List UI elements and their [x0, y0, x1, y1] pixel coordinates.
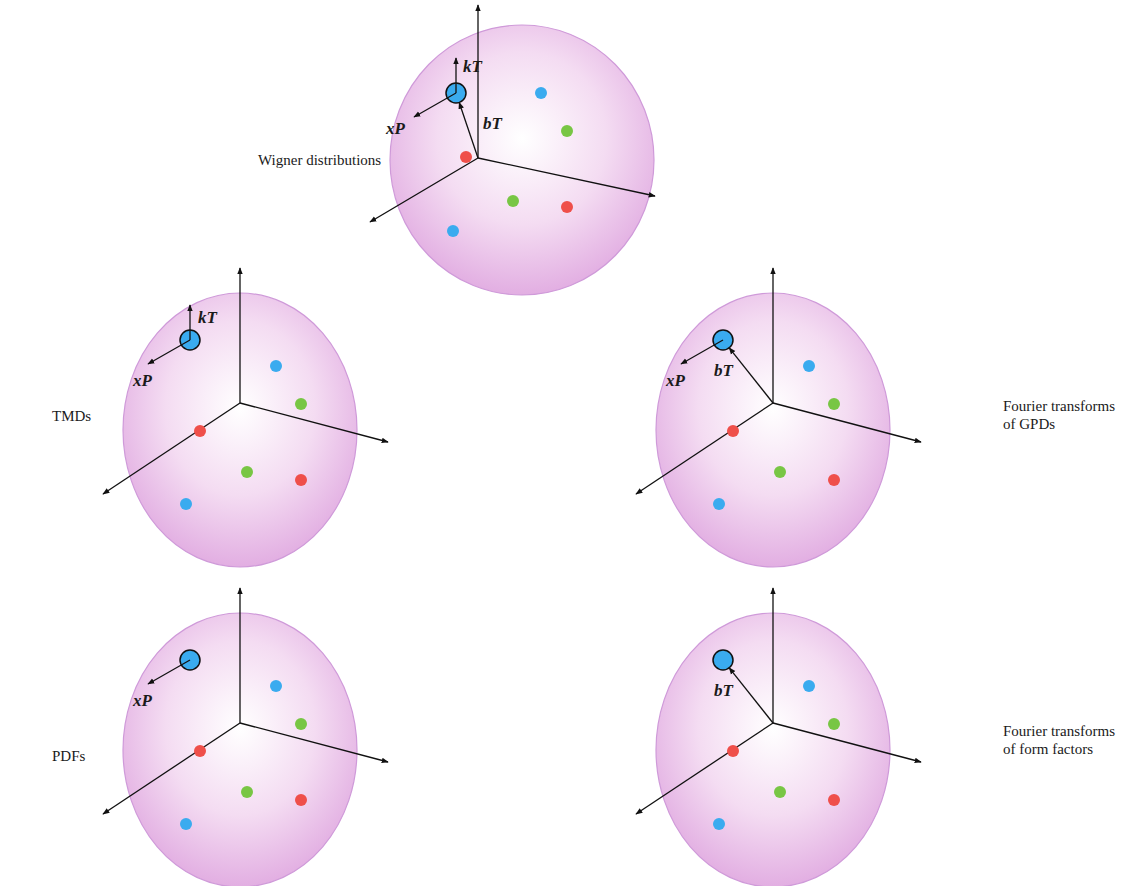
quark-dot	[828, 794, 840, 806]
vector-label: xP	[133, 691, 152, 711]
quark-dot	[460, 151, 472, 163]
panel-title: TMDs	[52, 407, 91, 425]
quark-dot	[295, 718, 307, 730]
panel-title: Fourier transforms of form factors	[1003, 722, 1131, 758]
proton-panel	[636, 268, 921, 567]
coordinate-axis	[636, 723, 773, 814]
position-vector	[729, 348, 773, 403]
vector-label: bT	[483, 114, 502, 134]
vector-label: bT	[714, 681, 733, 701]
momentum-vector	[189, 305, 190, 340]
quark-dot	[507, 195, 519, 207]
quark-dot	[713, 818, 725, 830]
position-vector	[459, 102, 478, 158]
vector-label: xP	[133, 371, 152, 391]
coordinate-axis	[370, 158, 478, 222]
quark-dot	[828, 398, 840, 410]
coordinate-axis	[239, 588, 240, 723]
nucleon-ellipse	[390, 25, 654, 295]
vector-label: kT	[198, 308, 217, 328]
panel-title: Wigner distributions	[258, 151, 381, 169]
quark-dot	[774, 786, 786, 798]
quark-dot	[241, 786, 253, 798]
quark-dot	[270, 360, 282, 372]
quark-dot	[774, 466, 786, 478]
selected-quark	[713, 650, 733, 670]
longitudinal-vector	[414, 93, 456, 117]
panel-title: PDFs	[52, 747, 85, 765]
longitudinal-vector	[681, 340, 723, 364]
longitudinal-vector	[148, 660, 190, 684]
coordinate-axis	[103, 403, 240, 494]
proton-panel	[103, 588, 388, 886]
quark-dot	[270, 680, 282, 692]
vector-label: xP	[386, 119, 405, 139]
coordinate-axis	[239, 268, 240, 403]
coordinate-axis	[103, 723, 240, 814]
quark-dot	[803, 680, 815, 692]
quark-dot	[561, 201, 573, 213]
quark-dot	[295, 398, 307, 410]
position-vector	[729, 668, 773, 723]
quark-dot	[727, 745, 739, 757]
coordinate-axis	[240, 723, 388, 762]
coordinate-axis	[773, 723, 921, 762]
quark-dot	[828, 474, 840, 486]
quark-dot	[295, 474, 307, 486]
coordinate-axis	[772, 268, 773, 403]
quark-dot	[194, 745, 206, 757]
quark-dot	[803, 360, 815, 372]
quark-dot	[180, 818, 192, 830]
coordinate-axis	[636, 403, 773, 494]
quark-dot	[535, 87, 547, 99]
quark-dot	[295, 794, 307, 806]
vector-label: bT	[714, 361, 733, 381]
panel-title: Fourier transforms of GPDs	[1003, 397, 1131, 433]
coordinate-axis	[478, 158, 655, 196]
quark-dot	[727, 425, 739, 437]
proton-panel	[370, 5, 655, 295]
quark-dot	[713, 498, 725, 510]
quark-dot	[561, 125, 573, 137]
quark-dot	[828, 718, 840, 730]
vector-label: xP	[666, 371, 685, 391]
coordinate-axis	[477, 5, 478, 158]
quark-dot	[241, 466, 253, 478]
vector-label: kT	[463, 57, 482, 77]
coordinate-axis	[773, 403, 921, 442]
momentum-vector	[455, 58, 456, 93]
proton-panel	[103, 268, 388, 567]
quark-dot	[447, 225, 459, 237]
coordinate-axis	[772, 588, 773, 723]
proton-panel	[636, 588, 921, 886]
quark-dot	[180, 498, 192, 510]
quark-dot	[194, 425, 206, 437]
longitudinal-vector	[148, 340, 190, 364]
coordinate-axis	[240, 403, 388, 442]
